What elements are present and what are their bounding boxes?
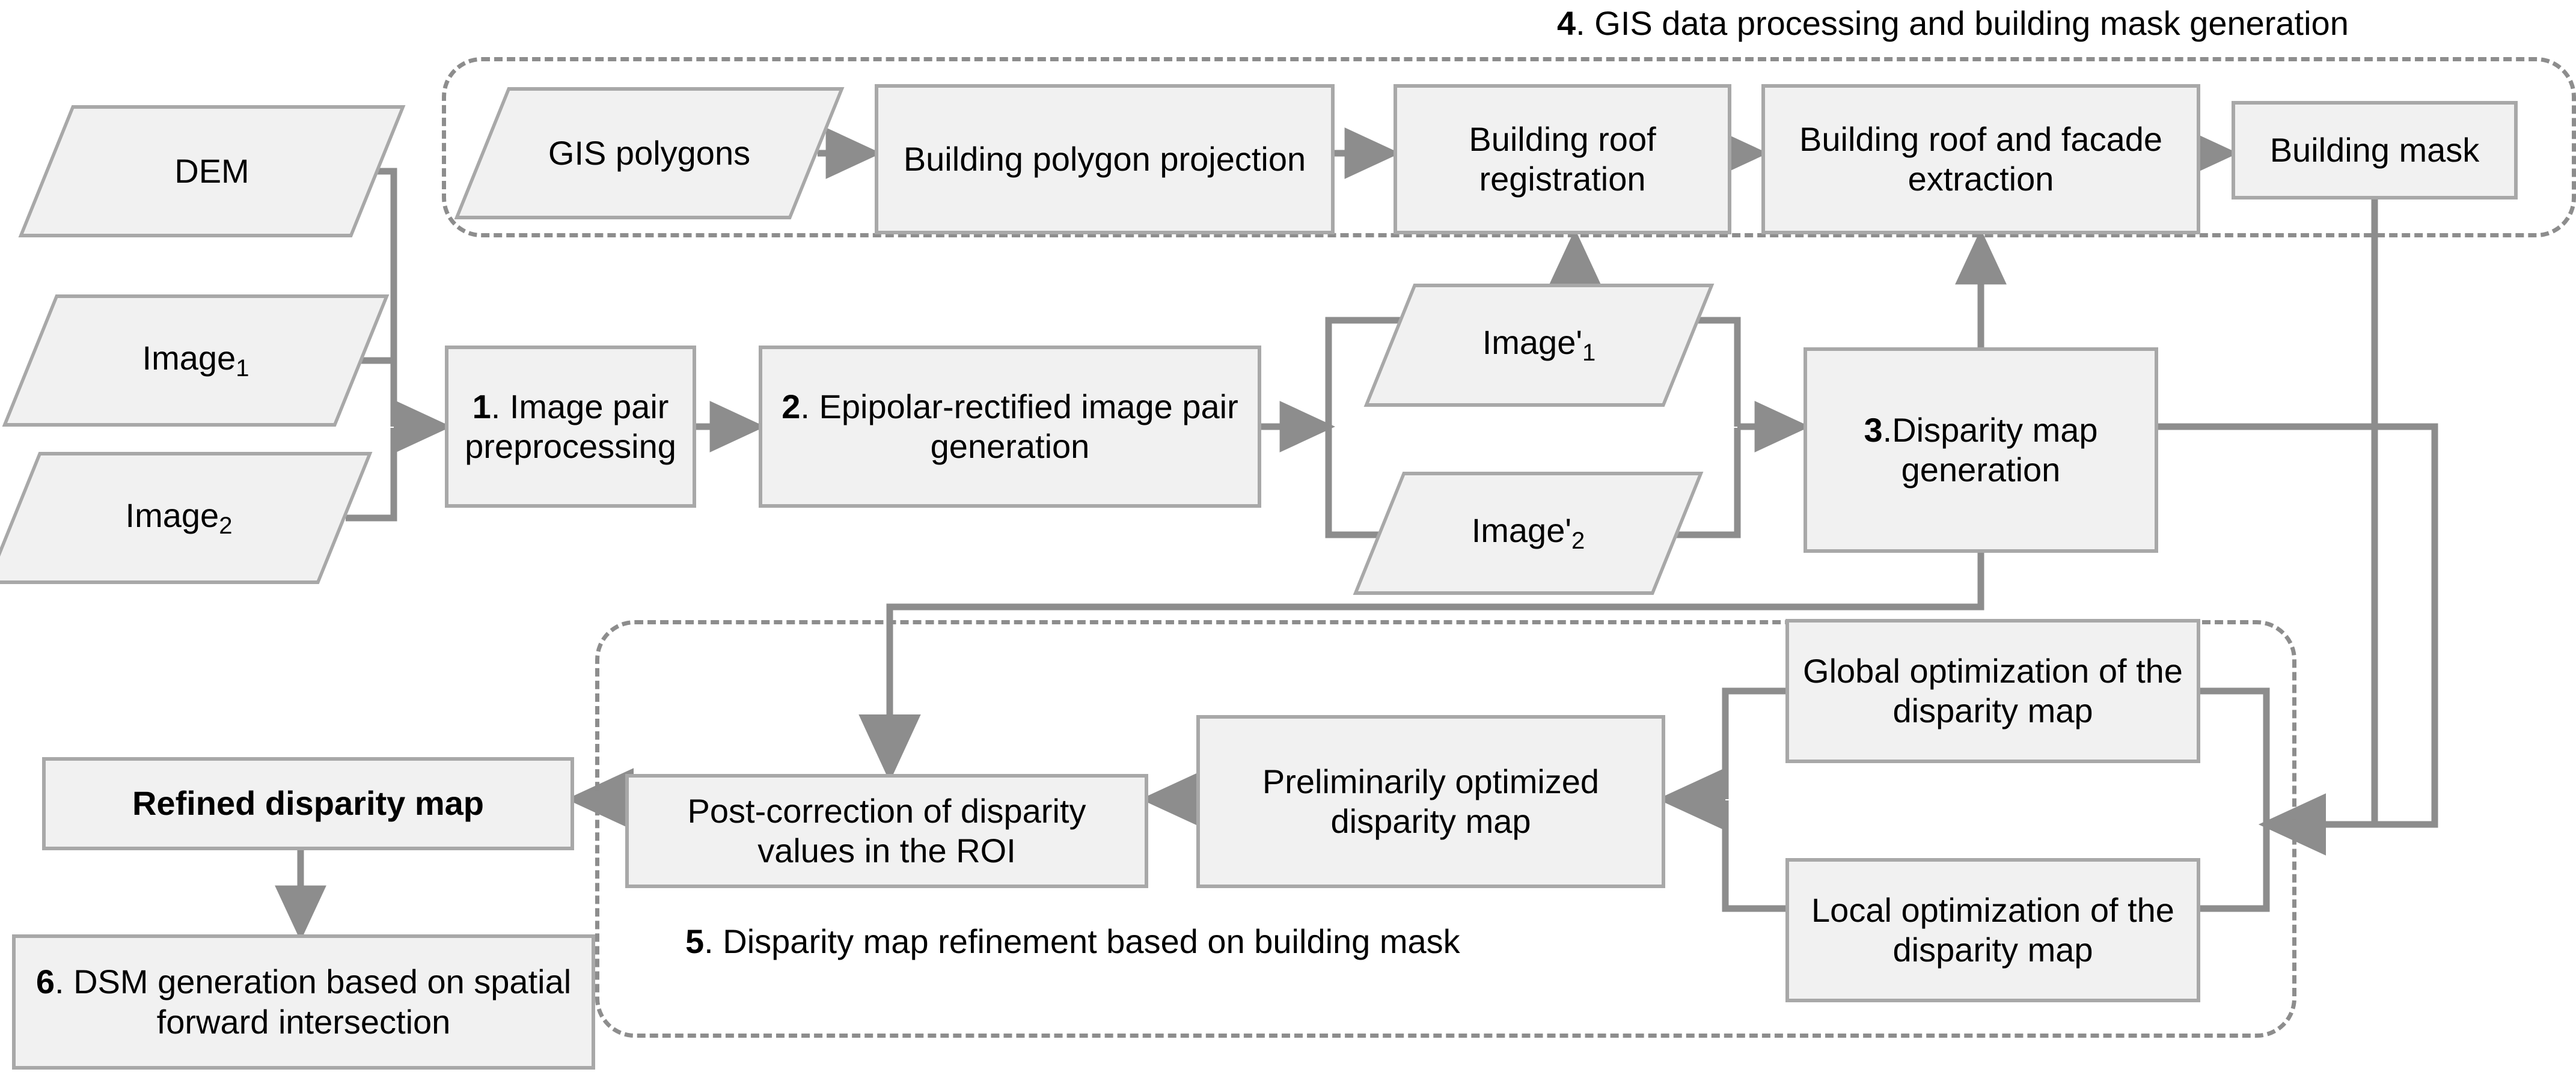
building-polygon-projection-label: Building polygon projection <box>903 139 1306 178</box>
node-local-optimization[interactable]: Local optimization of the disparity map <box>1785 858 2200 1002</box>
image1-subscript: 1 <box>236 355 249 382</box>
group-region-disparity-refinement <box>595 620 2296 1038</box>
node-step1-image-pair-preprocessing[interactable]: 1. Image pair preprocessing <box>445 346 696 508</box>
step1-number: 1 <box>472 387 491 425</box>
building-roof-facade-extraction-label: Building roof and facade extraction <box>1799 120 2162 198</box>
node-step3-disparity-map-generation[interactable]: 3.Disparity map generation <box>1804 347 2158 553</box>
step3-label: 3.Disparity map generation <box>1813 410 2149 490</box>
step1-text: . Image pair preprocessing <box>465 387 676 465</box>
gis-polygons-label: GIS polygons <box>548 133 751 172</box>
node-building-roof-facade-extraction[interactable]: Building roof and facade extraction <box>1761 84 2200 234</box>
refined-disparity-map-label: Refined disparity map <box>132 784 485 823</box>
step6-number: 6 <box>35 963 55 1001</box>
group-text-5: . Disparity map refinement based on buil… <box>704 922 1460 960</box>
input-dem[interactable]: DEM <box>18 105 406 237</box>
input-image1[interactable]: Image1 <box>2 294 390 427</box>
building-roof-registration-label: Building roof registration <box>1469 120 1656 198</box>
step1-label: 1. Image pair preprocessing <box>454 387 687 466</box>
image2-rectified-label: Image'2 <box>1471 511 1585 555</box>
step3-text: .Disparity map generation <box>1882 410 2098 489</box>
data-gis-polygons[interactable]: GIS polygons <box>454 87 845 219</box>
image2-subscript: 2 <box>219 513 233 539</box>
data-image1-rectified[interactable]: Image'1 <box>1363 284 1715 407</box>
node-building-roof-registration[interactable]: Building roof registration <box>1394 84 1731 234</box>
input-image2[interactable]: Image2 <box>0 452 373 584</box>
node-global-optimization[interactable]: Global optimization of the disparity map <box>1785 619 2200 763</box>
local-optimization-label: Local optimization of the disparity map <box>1811 891 2174 969</box>
post-correction-label: Post-correction of disparity values in t… <box>687 791 1086 869</box>
group-region-gis-processing <box>442 57 2576 237</box>
group-label-gis-processing: 4. GIS data processing and building mask… <box>1557 4 2349 43</box>
image1-rectified-label: Image'1 <box>1482 323 1596 367</box>
step2-text: . Epipolar-rectified image pair generati… <box>800 387 1238 465</box>
image1-label: Image1 <box>142 338 249 382</box>
group-text-4: . GIS data processing and building mask … <box>1576 4 2349 42</box>
group-number-5: 5 <box>685 922 705 960</box>
step6-label: 6. DSM generation based on spatial forwa… <box>22 962 586 1041</box>
image2-label: Image2 <box>125 496 233 539</box>
building-mask-label: Building mask <box>2269 130 2480 169</box>
dem-label: DEM <box>174 151 249 190</box>
group-label-disparity-refinement: 5. Disparity map refinement based on bui… <box>685 922 1460 961</box>
step2-number: 2 <box>782 387 801 425</box>
image1-rectified-subscript: 1 <box>1582 340 1596 367</box>
step2-label: 2. Epipolar-rectified image pair generat… <box>768 387 1252 466</box>
data-image2-rectified[interactable]: Image'2 <box>1353 472 1704 595</box>
group-number-4: 4 <box>1557 4 1576 42</box>
node-step6-dsm-generation[interactable]: 6. DSM generation based on spatial forwa… <box>12 934 595 1070</box>
step3-number: 3 <box>1864 410 1883 449</box>
node-preliminarily-optimized-disparity-map[interactable]: Preliminarily optimized disparity map <box>1196 715 1665 888</box>
node-post-correction-roi[interactable]: Post-correction of disparity values in t… <box>625 774 1148 888</box>
image2-rectified-subscript: 2 <box>1571 528 1585 555</box>
node-building-mask[interactable]: Building mask <box>2232 101 2518 199</box>
global-optimization-label: Global optimization of the disparity map <box>1803 651 2183 729</box>
preliminarily-optimized-label: Preliminarily optimized disparity map <box>1262 762 1600 840</box>
step6-text: . DSM generation based on spatial forwar… <box>54 963 572 1041</box>
node-refined-disparity-map[interactable]: Refined disparity map <box>42 757 574 850</box>
node-step2-epipolar-rectified-pair[interactable]: 2. Epipolar-rectified image pair generat… <box>759 346 1261 508</box>
node-building-polygon-projection[interactable]: Building polygon projection <box>875 84 1335 234</box>
